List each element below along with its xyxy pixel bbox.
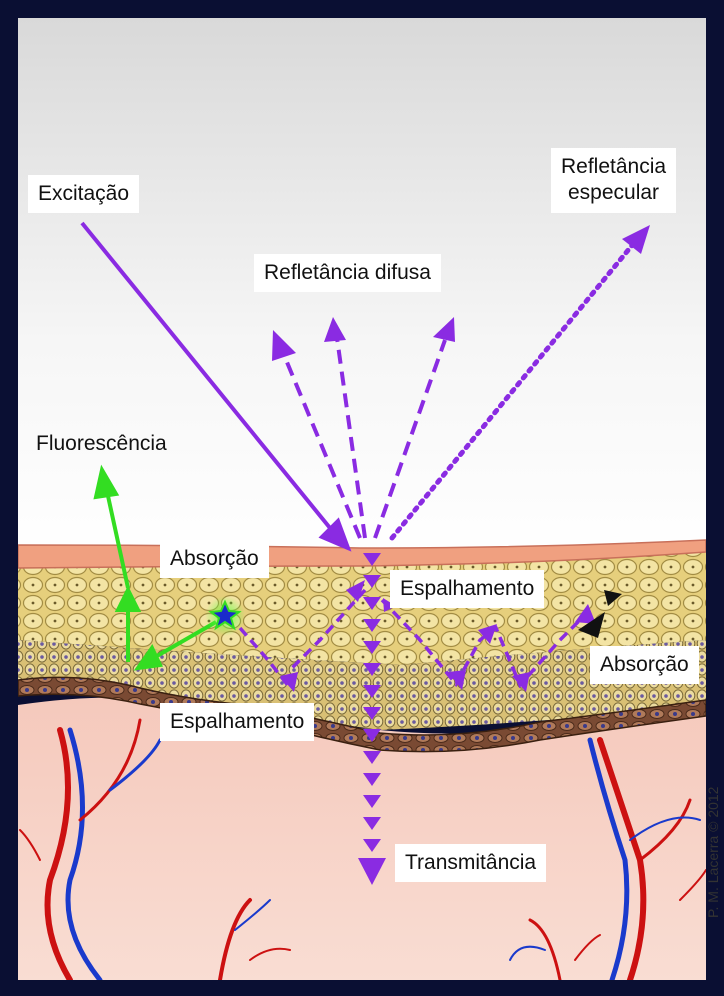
credit-text: P. M. Lacerra © 2012 [705,787,721,918]
label-absorption-right: Absorção [590,646,699,684]
label-absorption-left: Absorção [160,540,269,578]
label-specular-reflectance: Refletância especular [551,148,676,213]
label-fluorescence: Fluorescência [30,425,173,463]
label-scattering-bottom: Espalhamento [160,703,314,741]
label-excitation: Excitação [28,175,139,213]
label-scattering-top: Espalhamento [390,570,544,608]
label-transmittance: Transmitância [395,844,546,882]
label-diffuse-reflectance: Refletância difusa [254,254,441,292]
